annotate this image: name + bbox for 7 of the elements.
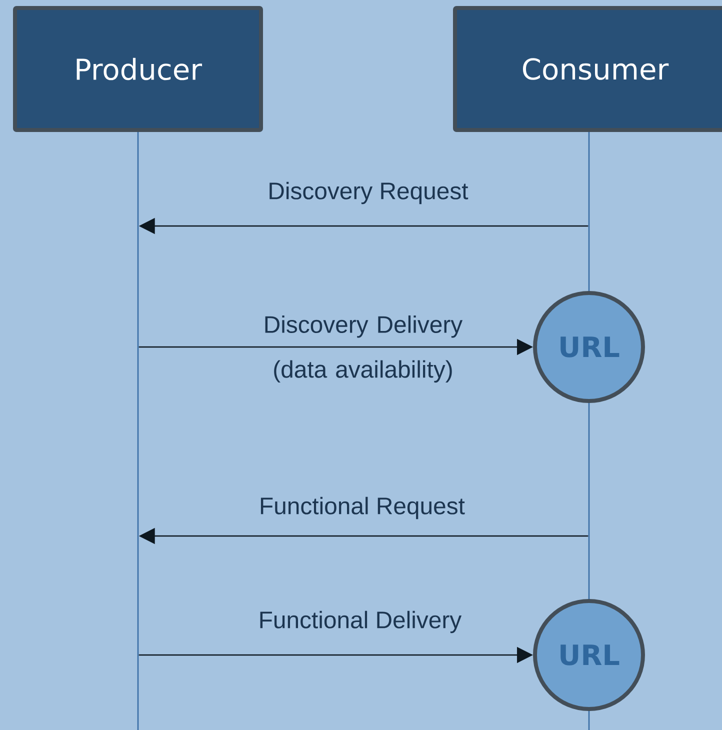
participant-box: Producer: [13, 6, 263, 132]
edge-label: Functional Delivery: [260, 610, 462, 634]
participant-box: Consumer: [453, 6, 722, 132]
edge-label: Discovery Request: [270, 182, 468, 204]
edge-label: Functional Request: [260, 496, 465, 520]
lifeline: [137, 131, 139, 730]
edge-label: Discovery Delivery (data availability): [265, 315, 463, 383]
